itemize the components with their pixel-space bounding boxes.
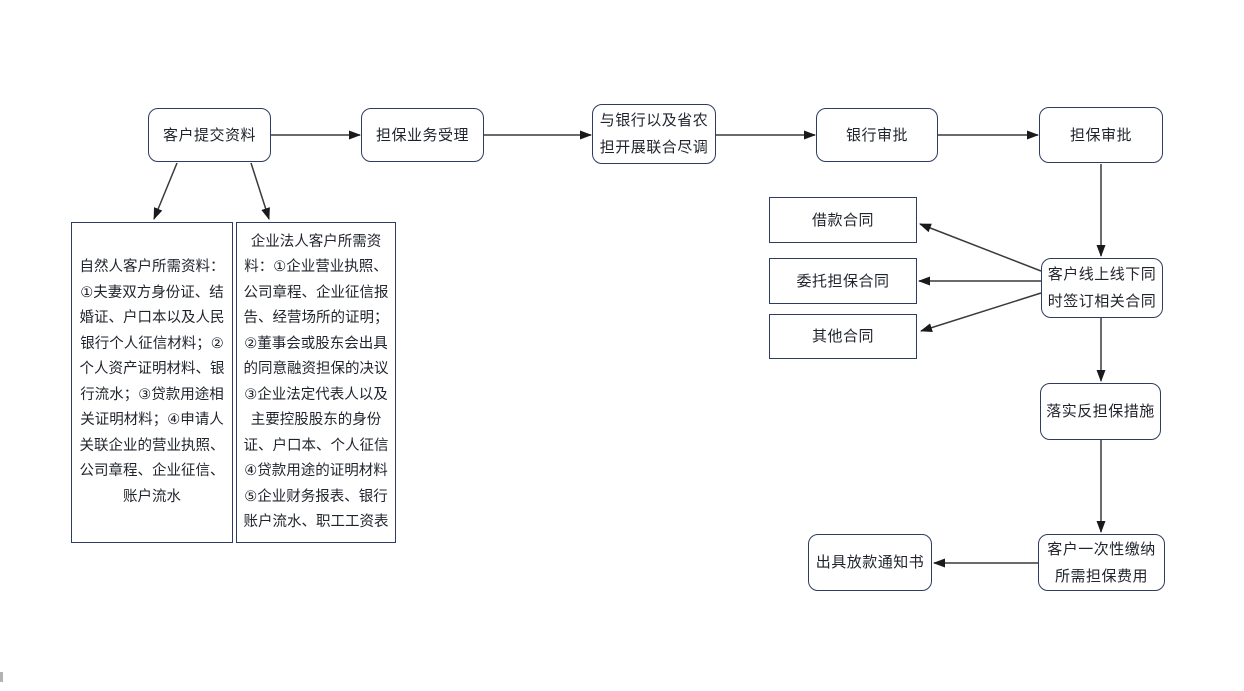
connector-submit-to-natural [153, 162, 178, 220]
connector-submit-to-corporate [250, 162, 270, 220]
node-natural-person-required-docs: 自然人客户所需资料： ①夫妻双方身份证、结 婚证、户口本以及人民 银行个人征信材… [71, 222, 233, 543]
connector-sign-to-other [920, 292, 1042, 332]
node-other-contract: 其他合同 [769, 314, 917, 359]
left-edge-scrollbar-fragment [0, 672, 3, 682]
node-entrusted-guarantee-contract: 委托担保合同 [769, 258, 917, 304]
node-issue-loan-notice: 出具放款通知书 [808, 534, 932, 591]
node-joint-due-diligence: 与银行以及省农 担开展联合尽调 [592, 104, 716, 164]
node-implement-counter-guarantee: 落实反担保措施 [1040, 383, 1161, 440]
node-bank-approval: 银行审批 [816, 108, 938, 162]
node-guarantee-business-acceptance: 担保业务受理 [361, 108, 484, 162]
node-loan-contract: 借款合同 [769, 197, 917, 243]
connector-sign-to-loan [919, 223, 1042, 272]
node-customer-submit-materials: 客户提交资料 [148, 108, 271, 162]
node-guarantee-approval: 担保审批 [1039, 107, 1163, 163]
node-corporate-required-docs: 企业法人客户所需资 料：①企业营业执照、 公司章程、企业征信报 告、经营场所的证… [236, 222, 396, 543]
node-sign-related-contracts: 客户线上线下同 时签订相关合同 [1041, 258, 1163, 318]
node-pay-guarantee-fee: 客户一次性缴纳 所需担保费用 [1038, 534, 1165, 591]
